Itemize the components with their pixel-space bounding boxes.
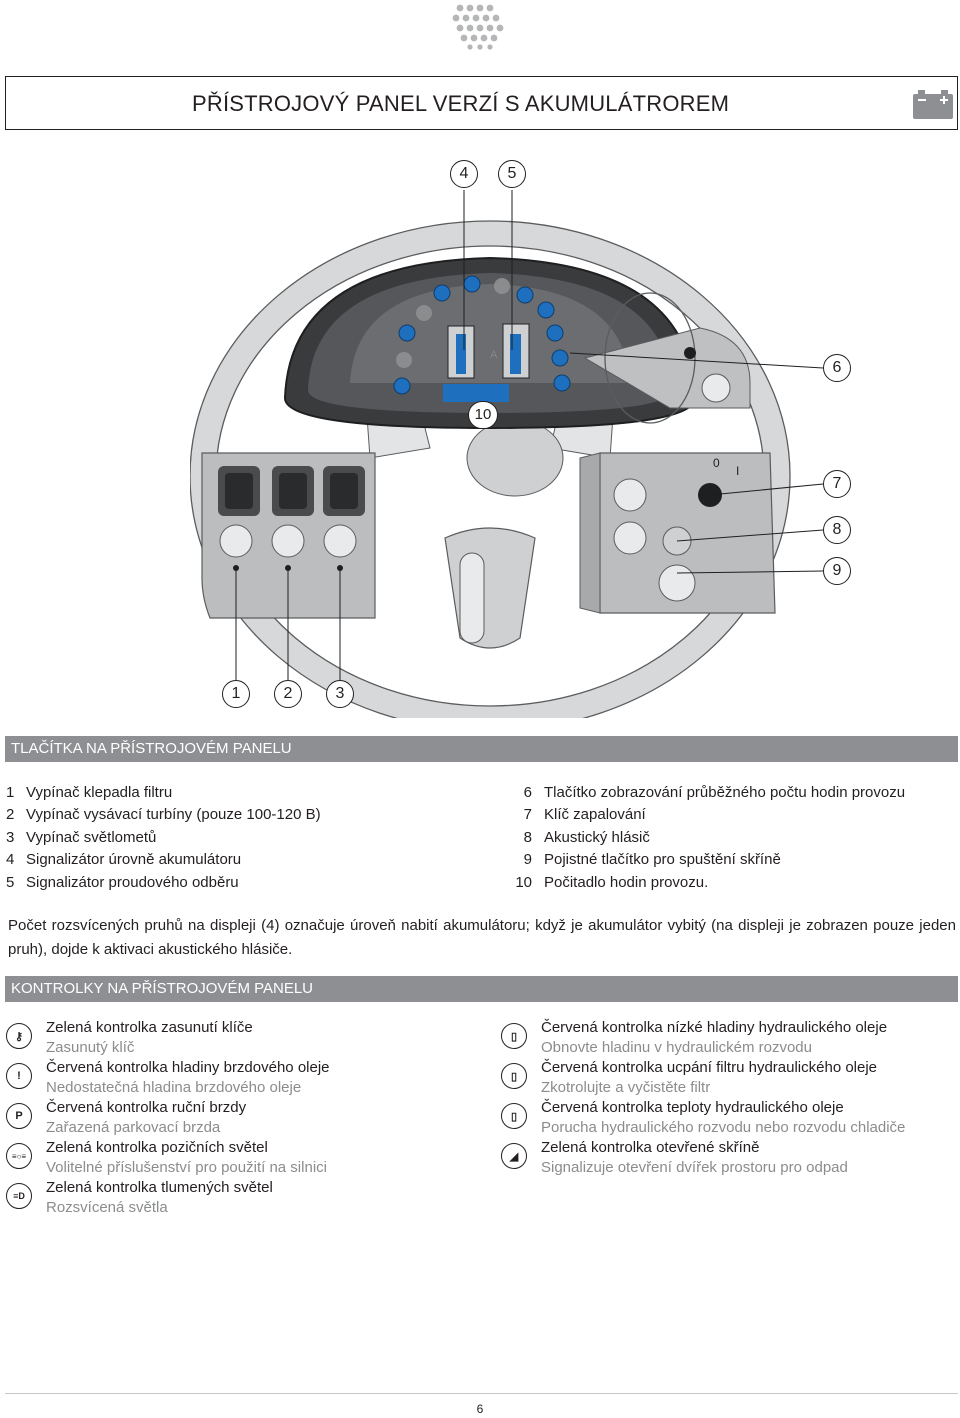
parking-brake-icon: P — [6, 1103, 32, 1129]
indicator-position-lights: ≡○≡ Zelená kontrolka pozičních světel Vo… — [6, 1138, 486, 1178]
callout-5: 5 — [498, 160, 526, 188]
position-lights-icon: ≡○≡ — [6, 1143, 32, 1169]
brand-logo — [452, 4, 504, 50]
svg-text:A: A — [490, 349, 498, 361]
callout-4: 4 — [450, 160, 478, 188]
page-number: 6 — [476, 1402, 484, 1416]
callout-10: 10 — [468, 401, 498, 429]
brake-fluid-icon: ! — [6, 1063, 32, 1089]
hydraulic-oil-level-icon: ▯ — [501, 1023, 527, 1049]
indicator-parking-brake: P Červená kontrolka ruční brzdy Zařazená… — [6, 1098, 486, 1138]
section-header-buttons: TLAČÍTKA NA PŘÍSTROJOVÉM PANELU — [5, 736, 958, 762]
indicator-hydraulic-filter: ▯ Červená kontrolka ucpání filtru hydrau… — [501, 1058, 957, 1098]
title-box: PŘÍSTROJOVÝ PANEL VERZÍ S AKUMULÁTROREM — [5, 76, 958, 130]
page-title: PŘÍSTROJOVÝ PANEL VERZÍ S AKUMULÁTROREM — [192, 91, 730, 116]
callout-6: 6 — [823, 354, 851, 382]
key-position-0: 0 — [713, 456, 720, 470]
key-icon: ⚷ — [6, 1023, 32, 1049]
callout-2: 2 — [274, 680, 302, 708]
section-header-indicators: KONTROLKY NA PŘÍSTROJOVÉM PANELU — [5, 976, 958, 1002]
indicator-hydraulic-temperature: ▯ Červená kontrolka teploty hydraulickéh… — [501, 1098, 957, 1138]
hydraulic-filter-icon: ▯ — [501, 1063, 527, 1089]
indicator-hydraulic-oil-level: ▯ Červená kontrolka nízké hladiny hydrau… — [501, 1018, 957, 1058]
dashboard-illustration: A — [189, 190, 824, 732]
battery-icon — [913, 90, 953, 119]
indicator-key: ⚷ Zelená kontrolka zasunutí klíče Zasunu… — [6, 1018, 486, 1058]
indicators-left: ⚷ Zelená kontrolka zasunutí klíče Zasunu… — [6, 1018, 486, 1218]
dipped-beam-icon: ≡D — [6, 1183, 32, 1209]
callout-8: 8 — [823, 516, 851, 544]
hopper-open-icon: ◢ — [501, 1143, 527, 1169]
key-position-i: I — [736, 464, 740, 478]
indicator-hopper-open: ◢ Zelená kontrolka otevřené skříně Signa… — [501, 1138, 957, 1178]
callout-1: 1 — [222, 680, 250, 708]
dashboard-diagram: A — [189, 158, 870, 732]
callout-9: 9 — [823, 557, 851, 585]
hydraulic-temperature-icon: ▯ — [501, 1103, 527, 1129]
indicators-right: ▯ Červená kontrolka nízké hladiny hydrau… — [501, 1018, 957, 1178]
indicator-brake-fluid: ! Červená kontrolka hladiny brzdového ol… — [6, 1058, 486, 1098]
indicator-dipped-beam: ≡D Zelená kontrolka tlumených světel Roz… — [6, 1178, 486, 1218]
battery-note-paragraph: Počet rozsvícených pruhů na displeji (4)… — [8, 917, 956, 958]
callout-3: 3 — [326, 680, 354, 708]
footer-divider — [5, 1393, 958, 1394]
callout-7: 7 — [823, 470, 851, 498]
